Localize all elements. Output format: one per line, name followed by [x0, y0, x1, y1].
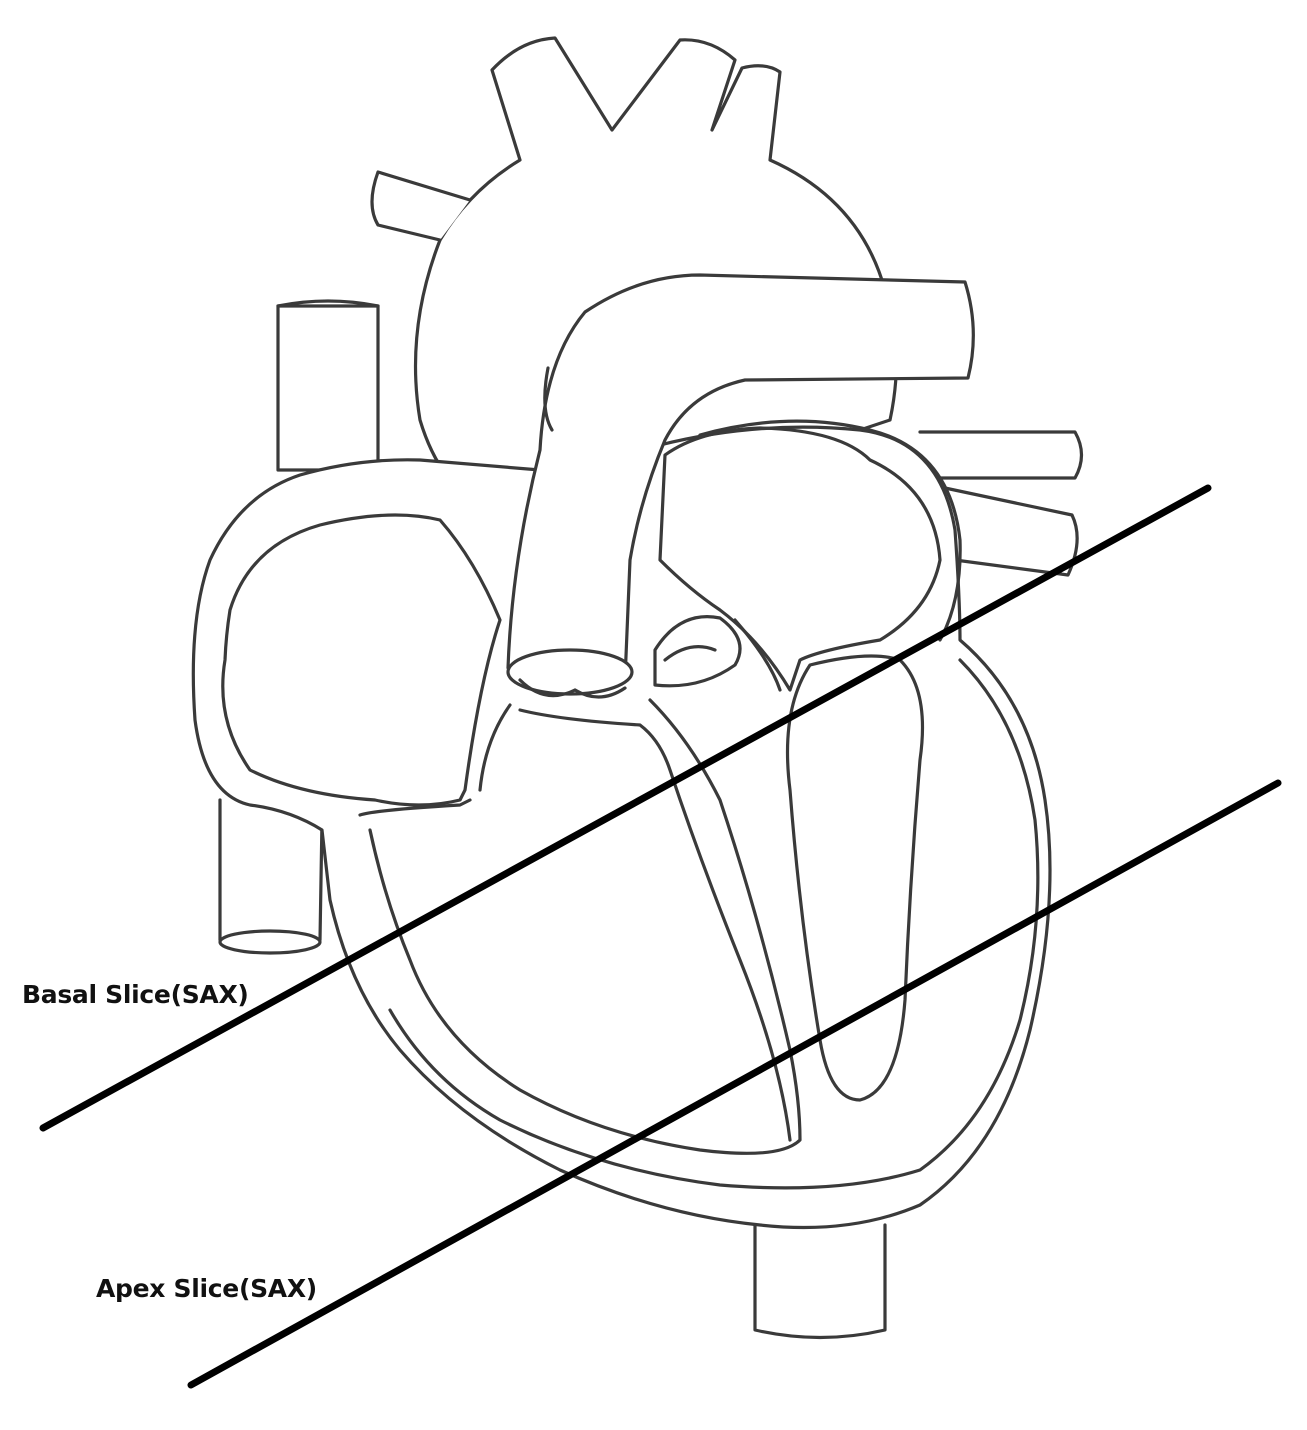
- superior-vena-cava: [276, 299, 380, 472]
- pulmonary-veins: [918, 430, 1084, 577]
- apex-slice-label: Apex Slice(SAX): [96, 1274, 317, 1303]
- apex-slice-line: [187, 779, 1282, 1389]
- left-ventricle: [785, 654, 925, 1102]
- inferior-vena-cava: [218, 798, 324, 955]
- right-atrium: [221, 513, 502, 807]
- descending-aorta-lower: [753, 1223, 887, 1340]
- heart-valves: [478, 615, 782, 792]
- ventricle-walls: [358, 658, 1040, 1190]
- pulmonary-trunk: [506, 273, 975, 690]
- basal-slice-label: Basal Slice(SAX): [22, 980, 249, 1009]
- basal-slice-line: [39, 484, 1212, 1132]
